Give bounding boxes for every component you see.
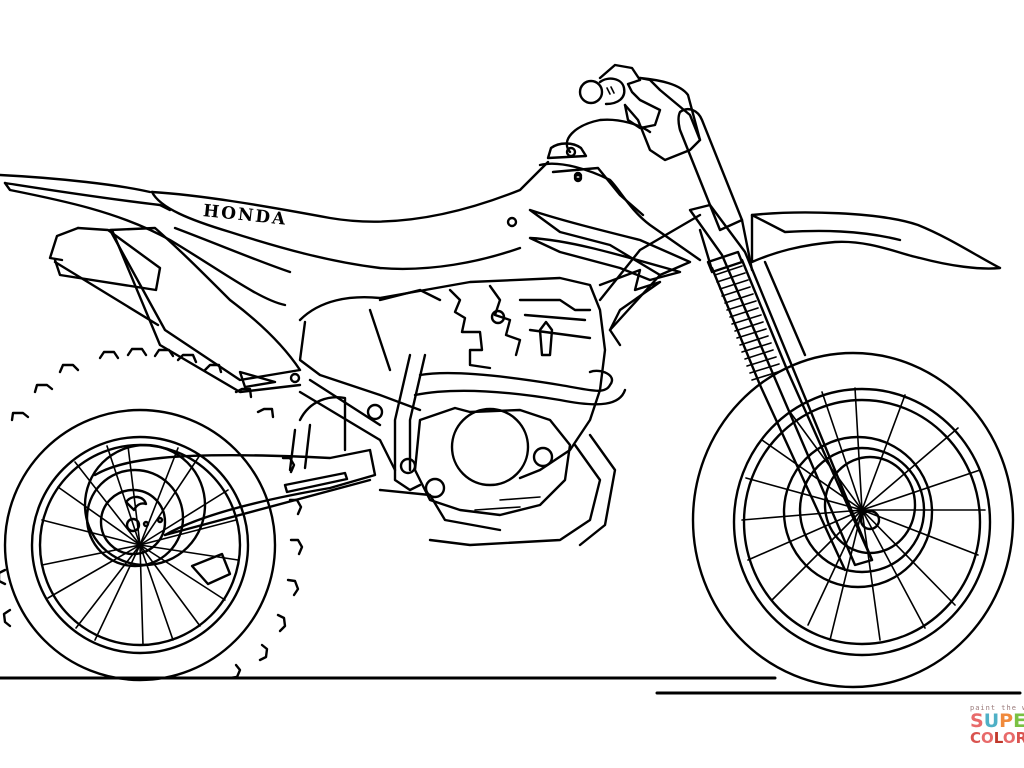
fuel-tank — [538, 118, 702, 262]
ground-lines — [0, 676, 1022, 695]
watermark-letter: O — [981, 729, 994, 747]
watermark-letter: S — [970, 710, 984, 732]
rear-tire-knobs — [0, 347, 304, 680]
rear-wheel — [0, 347, 304, 682]
watermark-letter: O — [1002, 729, 1016, 747]
muffler — [48, 226, 162, 327]
watermark-letter: R — [1015, 729, 1024, 747]
watermark-letter: C — [970, 729, 982, 747]
fork-spring — [714, 265, 782, 381]
front-wheel — [691, 351, 1015, 689]
front-fender — [750, 211, 1002, 357]
handlebar — [578, 63, 702, 162]
rear-sprocket — [83, 443, 207, 567]
watermark-letter: U — [983, 710, 1000, 732]
watermark-letter: E — [1013, 710, 1024, 732]
watermark-line2: COLOR — [970, 730, 1024, 746]
watermark-letter: L — [993, 729, 1003, 747]
front-fork — [677, 108, 874, 572]
watermark-logo: paint the w SUPE COLOR — [970, 704, 1024, 768]
watermark-tagline: paint the w — [970, 704, 1024, 712]
swingarm — [93, 448, 377, 537]
honda-logo-text: HONDA — [202, 201, 288, 230]
watermark-line1: SUPE — [970, 710, 1024, 732]
radiator-shroud — [506, 173, 692, 347]
engine — [288, 213, 702, 547]
watermark-letter: P — [999, 710, 1014, 732]
